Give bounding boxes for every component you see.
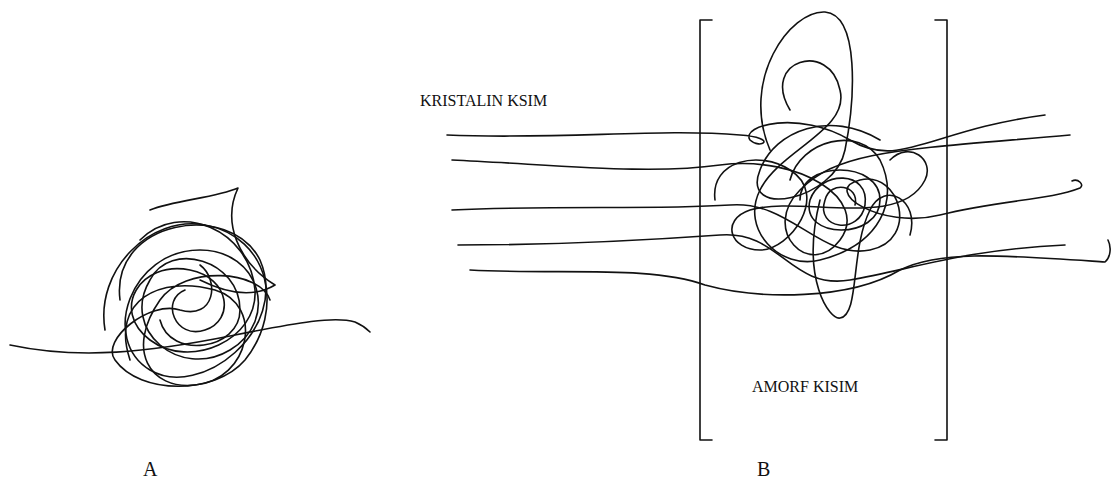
chain [755, 61, 888, 262]
chain [715, 152, 928, 250]
chain [452, 179, 1082, 251]
chain [452, 135, 1070, 255]
figure-letter: B [757, 458, 770, 480]
chain [126, 276, 270, 386]
chain [104, 224, 267, 386]
chain [119, 225, 266, 377]
chain [470, 240, 1110, 295]
region-label: AMORF KISIM [752, 378, 858, 396]
chain [800, 170, 880, 230]
bracket [935, 20, 947, 440]
chain [150, 188, 275, 293]
chain [757, 12, 880, 199]
bracket [700, 20, 712, 440]
chain [10, 320, 370, 353]
figure-letter: A [143, 458, 157, 480]
region-label: KRISTALIN KSIM [420, 92, 547, 110]
chain [458, 235, 1065, 281]
